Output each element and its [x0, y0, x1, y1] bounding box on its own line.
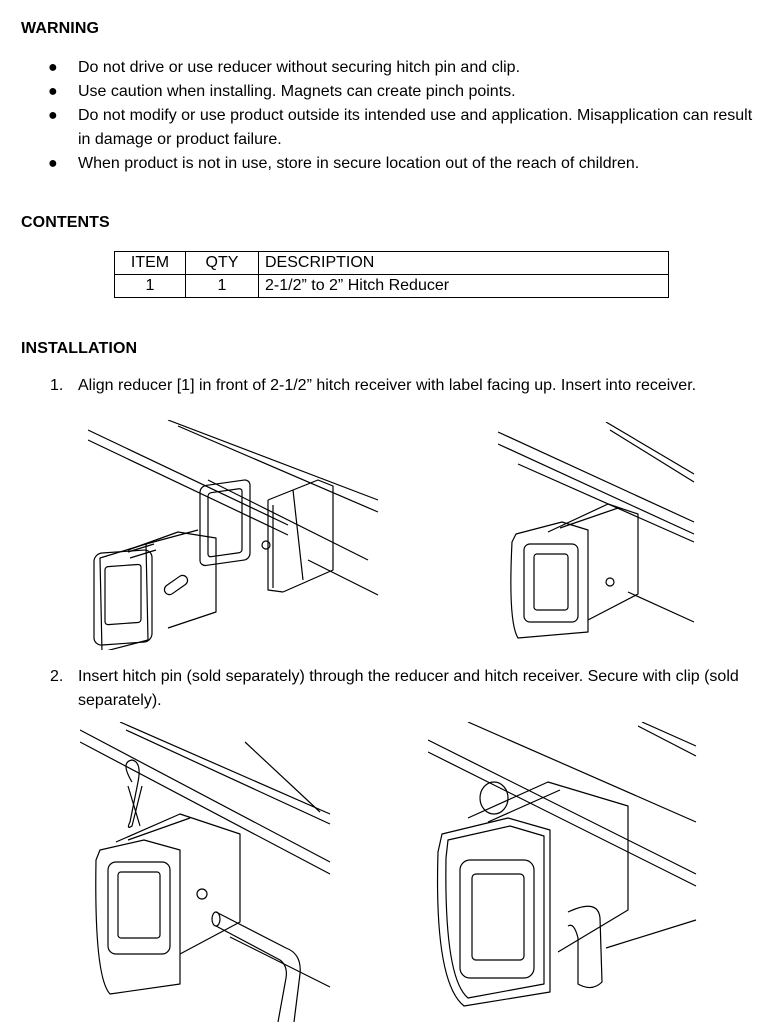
warning-item-text: Do not modify or use product outside its…	[78, 107, 753, 148]
warning-list: ● Do not drive or use reducer without sec…	[21, 56, 756, 176]
warning-item: ● When product is not in use, store in se…	[21, 152, 756, 176]
cell-description: 2-1/2” to 2” Hitch Reducer	[258, 274, 669, 298]
warning-item: ● Use caution when installing. Magnets ca…	[21, 80, 756, 104]
installation-heading: INSTALLATION	[21, 340, 138, 357]
bullet-icon: ●	[48, 59, 58, 76]
reducer-inserted-in-receiver-illustration	[498, 422, 698, 644]
step-number: 2.	[50, 668, 64, 685]
bullet-icon: ●	[48, 107, 58, 124]
column-header-qty: QTY	[185, 251, 259, 275]
installation-step-2: 2. Insert hitch pin (sold separately) th…	[50, 665, 750, 715]
step-number: 1.	[50, 377, 64, 394]
cell-item: 1	[114, 274, 186, 298]
warning-item-text: When product is not in use, store in sec…	[78, 155, 640, 172]
warning-item-text: Use caution when installing. Magnets can…	[78, 83, 516, 100]
contents-heading: CONTENTS	[21, 214, 110, 231]
installation-step-1: 1. Align reducer [1] in front of 2-1/2” …	[50, 374, 750, 424]
hitch-pin-and-clip-illustration	[80, 722, 332, 1022]
step-text: Insert hitch pin (sold separately) throu…	[78, 668, 739, 709]
warning-item-text: Do not drive or use reducer without secu…	[78, 59, 521, 76]
warning-heading: WARNING	[21, 20, 100, 37]
hitch-pin-secured-illustration	[428, 722, 698, 1022]
step-text: Align reducer [1] in front of 2-1/2” hit…	[78, 377, 697, 394]
reducer-aligned-before-receiver-illustration	[88, 420, 388, 650]
bullet-icon: ●	[48, 155, 58, 172]
warning-item: ● Do not drive or use reducer without sec…	[21, 56, 756, 80]
table-row: 1 1 2-1/2” to 2” Hitch Reducer	[114, 274, 669, 298]
contents-table: ITEM QTY DESCRIPTION 1 1 2-1/2” to 2” Hi…	[114, 251, 669, 298]
column-header-item: ITEM	[114, 251, 186, 275]
cell-qty: 1	[185, 274, 259, 298]
column-header-description: DESCRIPTION	[258, 251, 669, 275]
bullet-icon: ●	[48, 83, 58, 100]
table-header-row: ITEM QTY DESCRIPTION	[114, 251, 669, 275]
warning-item: ● Do not modify or use product outside it…	[21, 104, 756, 152]
